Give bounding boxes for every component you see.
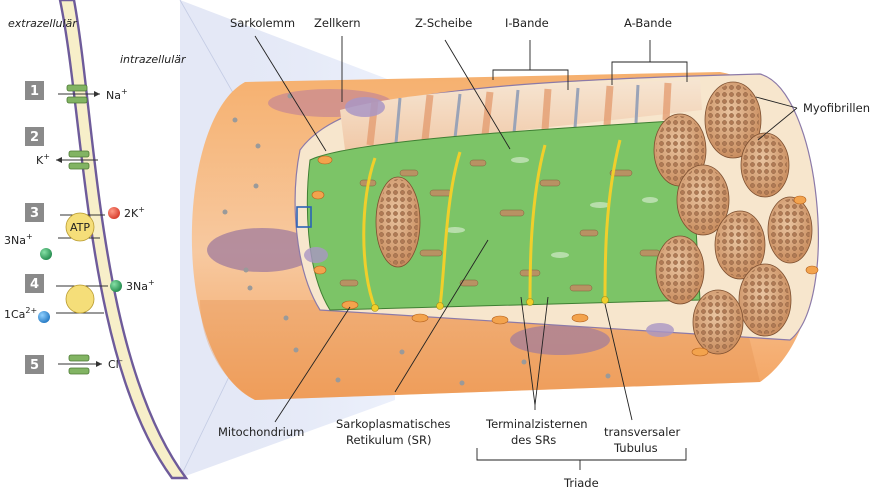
step-number: 4 — [30, 277, 39, 292]
potassium-channel: K+ — [36, 150, 98, 170]
ion-label: 1Ca2+ — [4, 306, 37, 321]
ion-label: 2K+ — [124, 205, 145, 220]
label-transversaler-line1: transversaler — [604, 425, 680, 439]
labels: Sarkolemm Zellkern Z-Scheibe I-Bande A-B… — [218, 16, 870, 490]
nucleus — [510, 325, 610, 355]
membrane-panel: extrazellulär intrazellulär 1 2 3 4 5 — [4, 0, 189, 480]
label-i-bande: I-Bande — [505, 16, 549, 30]
ion-label: 3Na+ — [126, 278, 155, 293]
label-z-scheibe: Z-Scheibe — [415, 16, 472, 30]
leader-lines — [254, 35, 798, 470]
atp-pump-icon — [65, 212, 95, 242]
exchanger-icon — [65, 284, 95, 314]
step-number: 3 — [30, 206, 39, 221]
myofibrils-cross-sections — [653, 81, 813, 355]
t-tubules — [362, 139, 622, 309]
surface-markers — [222, 93, 611, 386]
step-1: 1 — [25, 81, 44, 100]
step-number: 2 — [30, 130, 39, 145]
nucleus — [207, 228, 317, 272]
label-transversaler-line2: Tubulus — [613, 441, 658, 455]
potassium-ion-icon — [108, 207, 120, 219]
step-3: 3 — [25, 203, 44, 222]
sodium-ion-icon — [110, 280, 122, 292]
label-sr-line2: Retikulum (SR) — [346, 433, 431, 447]
muscle-fiber — [191, 72, 819, 400]
ion-label: Na+ — [106, 87, 128, 102]
label-sr-line1: Sarkoplasmatisches — [336, 417, 451, 431]
outside-label: extrazellulär — [8, 17, 78, 30]
step-2: 2 — [25, 127, 44, 146]
label-sarkolemm: Sarkolemm — [230, 16, 295, 30]
sodium-calcium-exchanger: 3Na+ 1Ca2+ — [4, 278, 155, 323]
chloride-channel: Cl– — [58, 354, 123, 375]
sodium-channel: Na+ — [58, 84, 128, 104]
label-zellkern: Zellkern — [314, 16, 360, 30]
calcium-ion-icon — [38, 311, 50, 323]
step-number: 1 — [30, 84, 39, 99]
ion-label: Cl– — [108, 356, 123, 371]
zoom-region-marker — [296, 206, 312, 228]
label-terminalzisternen-line1: Terminalzisternen — [485, 417, 588, 431]
inside-label: intrazellulär — [120, 53, 187, 66]
mitochondria — [311, 155, 819, 357]
sodium-potassium-pump: ATP 2K+ 3Na+ — [4, 205, 145, 260]
ion-label: 3Na+ — [4, 232, 33, 247]
label-myofibrillen: Myofibrillen — [803, 101, 870, 115]
label-a-bande: A-Bande — [624, 16, 672, 30]
atp-label: ATP — [70, 221, 90, 234]
label-mitochondrium: Mitochondrium — [218, 425, 304, 439]
ion-label: K+ — [36, 152, 50, 167]
step-5: 5 — [25, 355, 44, 374]
label-terminalzisternen-line2: des SRs — [511, 433, 556, 447]
sodium-ion-icon — [40, 248, 52, 260]
step-4: 4 — [25, 274, 44, 293]
step-number: 5 — [30, 358, 39, 373]
label-triade: Triade — [563, 476, 599, 490]
